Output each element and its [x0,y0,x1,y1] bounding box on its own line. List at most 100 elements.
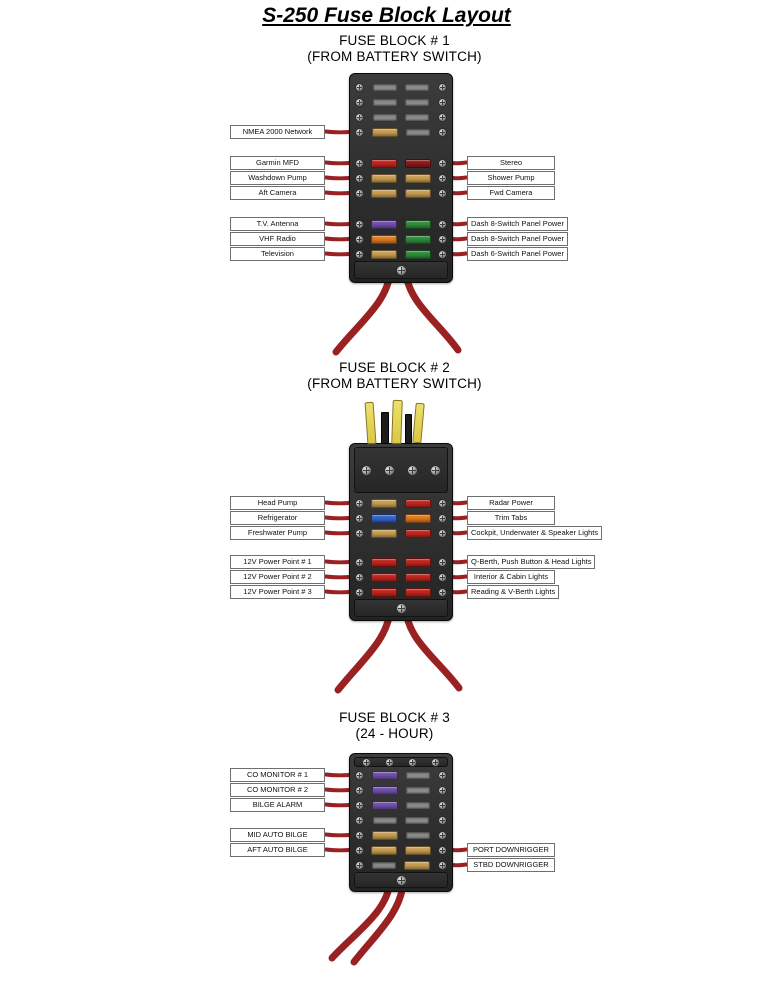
screw-terminal-icon [355,128,364,137]
blue-fuse [371,514,398,523]
fuse-row [353,858,449,873]
red-fuse [371,573,398,582]
circuit-label: BILGE ALARM [230,797,325,812]
screw-terminal-icon [355,861,364,870]
red-fuse [404,573,431,582]
screw-terminal-icon [437,83,447,92]
purple-fuse [372,801,398,810]
circuit-label: MID AUTO BILGE [230,827,325,842]
block3-heading: FUSE BLOCK # 3 [339,710,450,725]
tan-fuse [404,861,430,870]
screw-terminal-icon [437,499,447,508]
empty-fuse-slot [405,99,430,106]
screw-terminal-icon [385,757,394,767]
wire [332,268,394,356]
empty-fuse-slot [406,832,430,839]
screw-terminal-icon [437,558,447,567]
purple-fuse [371,220,398,229]
red-fuse [371,159,398,168]
screw-terminal-icon [355,771,364,780]
screw-terminal-icon [438,128,447,137]
screw-terminal-icon [355,235,364,244]
screw-terminal-icon [355,189,364,198]
empty-fuse-slot [405,817,430,824]
screw-terminal-icon [395,264,407,276]
circuit-label: VHF Radio [230,231,325,246]
red-fuse [404,529,431,538]
circuit-label: Freshwater Pump [230,525,325,540]
circuit-label: Stereo [467,155,555,170]
circuit-label: Radar Power [467,495,555,510]
screw-terminal-icon [438,786,447,795]
fuse-row [353,80,449,95]
circuit-label: Refrigerator [230,510,325,525]
wire [328,878,394,962]
orange-fuse [371,235,398,244]
screw-terminal-icon [437,98,447,107]
screw-terminal-icon [438,801,447,810]
empty-fuse-slot [372,84,397,91]
screw-terminal-icon [437,250,447,259]
dark_red-fuse [404,159,431,168]
screw-terminal-icon [437,514,447,523]
fuse-row [353,555,449,570]
fuse-row [353,156,449,171]
screw-terminal-icon [438,831,447,840]
circuit-label: CO MONITOR # 2 [230,782,325,797]
screw-terminal-icon [355,98,364,107]
screw-terminal-icon [384,464,395,476]
circuit-label: CO MONITOR # 1 [230,767,325,782]
wire [350,878,407,966]
circuit-label: 12V Power Point # 1 [230,554,325,569]
circuit-label: Dash 8-Switch Panel Power [467,231,568,246]
red-fuse [371,588,398,597]
empty-fuse-slot [372,99,397,106]
empty-fuse-slot [406,772,430,779]
screw-terminal-icon [437,529,447,538]
circuit-label: 12V Power Point # 3 [230,584,325,599]
fuse-row [353,828,449,843]
circuit-label: Dash 8-Switch Panel Power [467,216,568,231]
orange-fuse [404,514,431,523]
green-fuse [404,250,431,259]
wire [334,606,394,694]
block2-heading: FUSE BLOCK # 2 [339,360,450,375]
screw-terminal-icon [355,514,364,523]
circuit-label: AFT AUTO BILGE [230,842,325,857]
fuse-row [353,783,449,798]
red-fuse [404,588,431,597]
empty-fuse-slot [372,817,397,824]
fuse-row [353,813,449,828]
red-fuse [371,558,398,567]
fuse-row [353,171,449,186]
screw-terminal-icon [355,529,364,538]
screw-terminal-icon [407,464,418,476]
fuse-row [353,526,449,541]
screw-terminal-icon [355,588,364,597]
tan-fuse [371,189,398,198]
purple-fuse [372,786,398,795]
red-fuse [404,499,431,508]
screw-terminal-icon [437,159,447,168]
fuse-row [353,843,449,858]
screw-terminal-icon [362,757,371,767]
circuit-label: PORT DOWNRIGGER [467,842,555,857]
tan-fuse [371,250,398,259]
screw-terminal-icon [437,189,447,198]
screw-terminal-icon [395,874,407,886]
fuse-row [353,95,449,110]
screw-terminal-icon [437,220,447,229]
tan-fuse [404,189,431,198]
circuit-label: Washdown Pump [230,170,325,185]
fuse-row [353,585,449,600]
fuse-row [353,247,449,262]
screw-terminal-icon [355,220,364,229]
screw-terminal-icon [355,499,364,508]
green-fuse [404,235,431,244]
page-title: S-250 Fuse Block Layout [262,4,511,27]
empty-fuse-slot [405,114,430,121]
green-fuse [404,220,431,229]
circuit-label: Interior & Cabin Lights [467,569,555,584]
